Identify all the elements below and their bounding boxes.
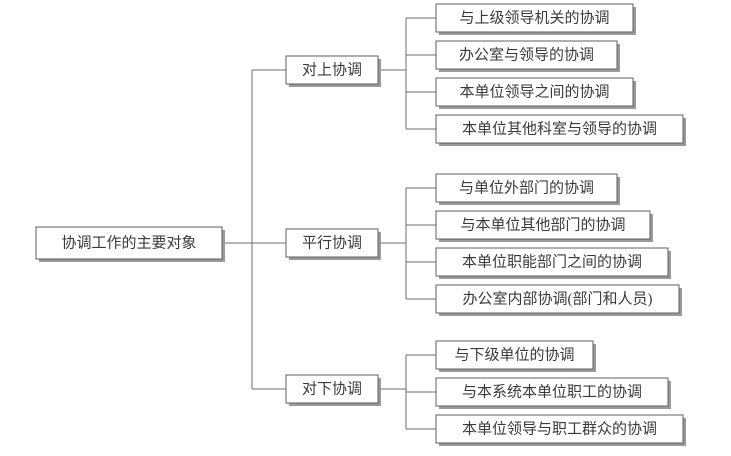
leaf-node-2-0-border — [435, 340, 594, 370]
leaf-node-1-3-label: 办公室内部协调(部门和人员) — [463, 290, 653, 307]
leaf-node-1-0-label: 与单位外部门的协调 — [459, 179, 594, 196]
leaf-node-1-2-label: 本单位职能部门之间的协调 — [462, 253, 642, 270]
leaf-node-1-3-border — [435, 284, 680, 314]
leaf-node-0-1[interactable]: 办公室与领导的协调 — [435, 40, 620, 72]
leaf-node-1-0-border — [435, 173, 618, 203]
leaf-node-0-0-border — [435, 3, 634, 33]
leaf-node-2-0[interactable]: 与下级单位的协调 — [435, 340, 596, 372]
leaf-node-2-1[interactable]: 与本系统本单位职工的协调 — [435, 377, 671, 409]
root-node-border — [35, 226, 223, 260]
leaf-node-2-2-label: 本单位领导与职工群众的协调 — [462, 420, 657, 437]
branch-node-1-border — [285, 228, 379, 258]
leaf-node-1-2-border — [435, 247, 669, 277]
leaf-node-1-1-border — [435, 210, 651, 240]
branch-node-1[interactable]: 平行协调 — [285, 228, 381, 260]
root-node[interactable]: 协调工作的主要对象 — [35, 226, 225, 262]
leaf-node-2-2-border — [435, 414, 684, 444]
leaf-node-0-3[interactable]: 本单位其他科室与领导的协调 — [435, 114, 686, 146]
leaf-node-1-2[interactable]: 本单位职能部门之间的协调 — [435, 247, 671, 279]
leaf-node-2-1-border — [435, 377, 669, 407]
leaf-node-1-3[interactable]: 办公室内部协调(部门和人员) — [435, 284, 682, 316]
branch-node-2-label: 对下协调 — [302, 380, 362, 397]
leaf-node-2-1-label: 与本系统本单位职工的协调 — [462, 383, 642, 400]
branch-node-0-border — [285, 55, 379, 85]
leaf-node-1-1-label: 与本单位其他部门的协调 — [460, 216, 625, 233]
leaf-node-2-2[interactable]: 本单位领导与职工群众的协调 — [435, 414, 686, 446]
leaf-node-1-0[interactable]: 与单位外部门的协调 — [435, 173, 620, 205]
node-layer: 对上协调 与上级领导机关的协调办公室与领导的协调本单位领导之间的协调本单位其他科室… — [35, 3, 686, 446]
root-node-label: 协调工作的主要对象 — [61, 234, 196, 251]
leaf-node-0-2-border — [435, 77, 634, 107]
branch-node-0[interactable]: 对上协调 — [285, 55, 381, 87]
branch-node-2-border — [285, 374, 379, 404]
leaf-node-2-0-label: 与下级单位的协调 — [454, 346, 574, 363]
connector-layer — [222, 17, 436, 430]
leaf-node-0-2-label: 本单位领导之间的协调 — [459, 83, 609, 100]
branch-node-0-label: 对上协调 — [302, 61, 362, 78]
leaf-node-1-1[interactable]: 与本单位其他部门的协调 — [435, 210, 653, 242]
leaf-node-0-1-label: 办公室与领导的协调 — [459, 46, 594, 63]
leaf-node-0-2[interactable]: 本单位领导之间的协调 — [435, 77, 636, 109]
leaf-node-0-0-label: 与上级领导机关的协调 — [459, 9, 609, 26]
branch-node-1-label: 平行协调 — [302, 234, 362, 251]
leaf-node-0-1-border — [435, 40, 618, 70]
leaf-node-0-0[interactable]: 与上级领导机关的协调 — [435, 3, 636, 35]
leaf-node-0-3-label: 本单位其他科室与领导的协调 — [462, 120, 657, 137]
branch-node-2[interactable]: 对下协调 — [285, 374, 381, 406]
leaf-node-0-3-border — [435, 114, 684, 144]
